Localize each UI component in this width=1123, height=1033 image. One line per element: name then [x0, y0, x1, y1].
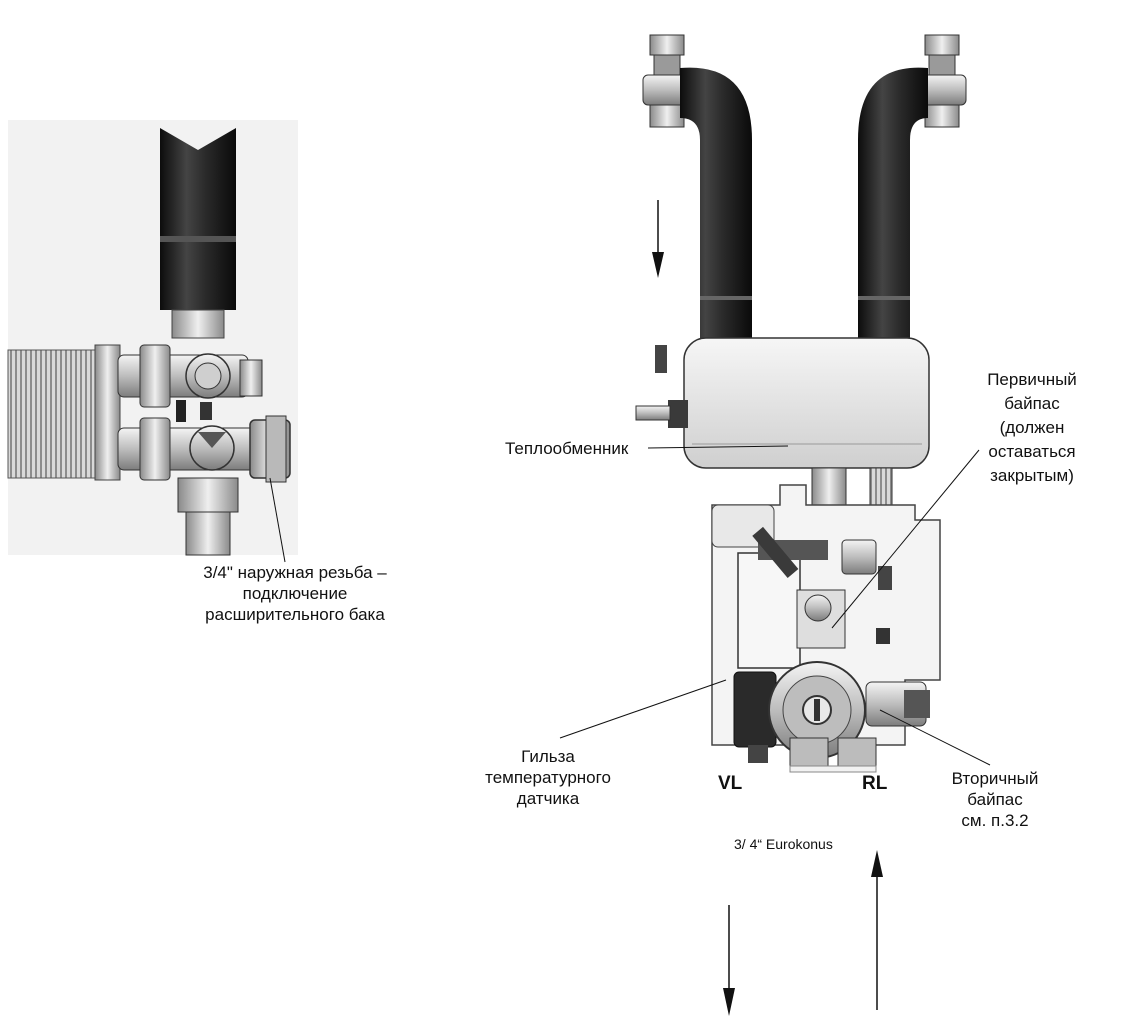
insulated-pipe [160, 128, 236, 310]
primary-bypass-label-line: байпас [1004, 394, 1060, 413]
expansion-leader [269, 477, 286, 563]
sensor-label-line: температурного [485, 768, 611, 787]
sensor-leader [559, 679, 727, 739]
expansion-label-line: расширительного бака [205, 605, 385, 624]
primary-bypass-leader [831, 449, 980, 629]
secondary-bypass-label-line: см. п.3.2 [961, 811, 1029, 830]
heat-exchanger-label-text: Теплообменник [505, 439, 629, 458]
expansion-detail-view [7, 120, 298, 563]
secondary-bypass-leader [879, 709, 991, 766]
rl-marker: RL [862, 773, 888, 794]
left-top-valve [642, 34, 692, 128]
secondary-bypass-label-line: байпас [967, 790, 1023, 809]
right-insulated-pipe [858, 67, 928, 346]
leader-lines [559, 445, 991, 766]
heat-exchanger [683, 337, 930, 469]
pump-station-unit [555, 0, 1123, 1033]
primary-bypass-label: Первичный байпас (должен оставаться закр… [952, 368, 1112, 488]
primary-bypass-label-line: закрытым) [990, 466, 1074, 485]
primary-bypass-label-line: оставаться [988, 442, 1076, 461]
plate-stack [7, 349, 104, 479]
flow-arrows [652, 200, 883, 1016]
expansion-label-line: 3/4" наружная резьба – [203, 563, 387, 582]
heat-exchanger-leader [647, 445, 789, 449]
vl-marker: VL [718, 773, 743, 794]
left-insulated-pipe [680, 67, 752, 346]
primary-bypass-label-line: Первичный [987, 370, 1077, 389]
sensor-label-line: Гильза [521, 747, 575, 766]
sensor-label-line: датчика [516, 789, 580, 808]
primary-bypass-label-line: (должен [999, 418, 1065, 437]
expansion-label-line: подключение [242, 584, 348, 603]
detail-background [8, 120, 298, 555]
secondary-bypass-label-line: Вторичный [951, 769, 1039, 788]
valve-handle [752, 526, 799, 578]
secondary-bypass-label: Вторичный байпас см. п.3.2 [930, 768, 1060, 831]
expansion-label: 3/4" наружная резьба – подключение расши… [170, 562, 420, 625]
sensor-label: Гильза температурного датчика [468, 746, 628, 809]
eurokonus-label: 3/ 4“ Eurokonus [734, 836, 833, 852]
heat-exchanger-label: Теплообменник [505, 438, 655, 459]
